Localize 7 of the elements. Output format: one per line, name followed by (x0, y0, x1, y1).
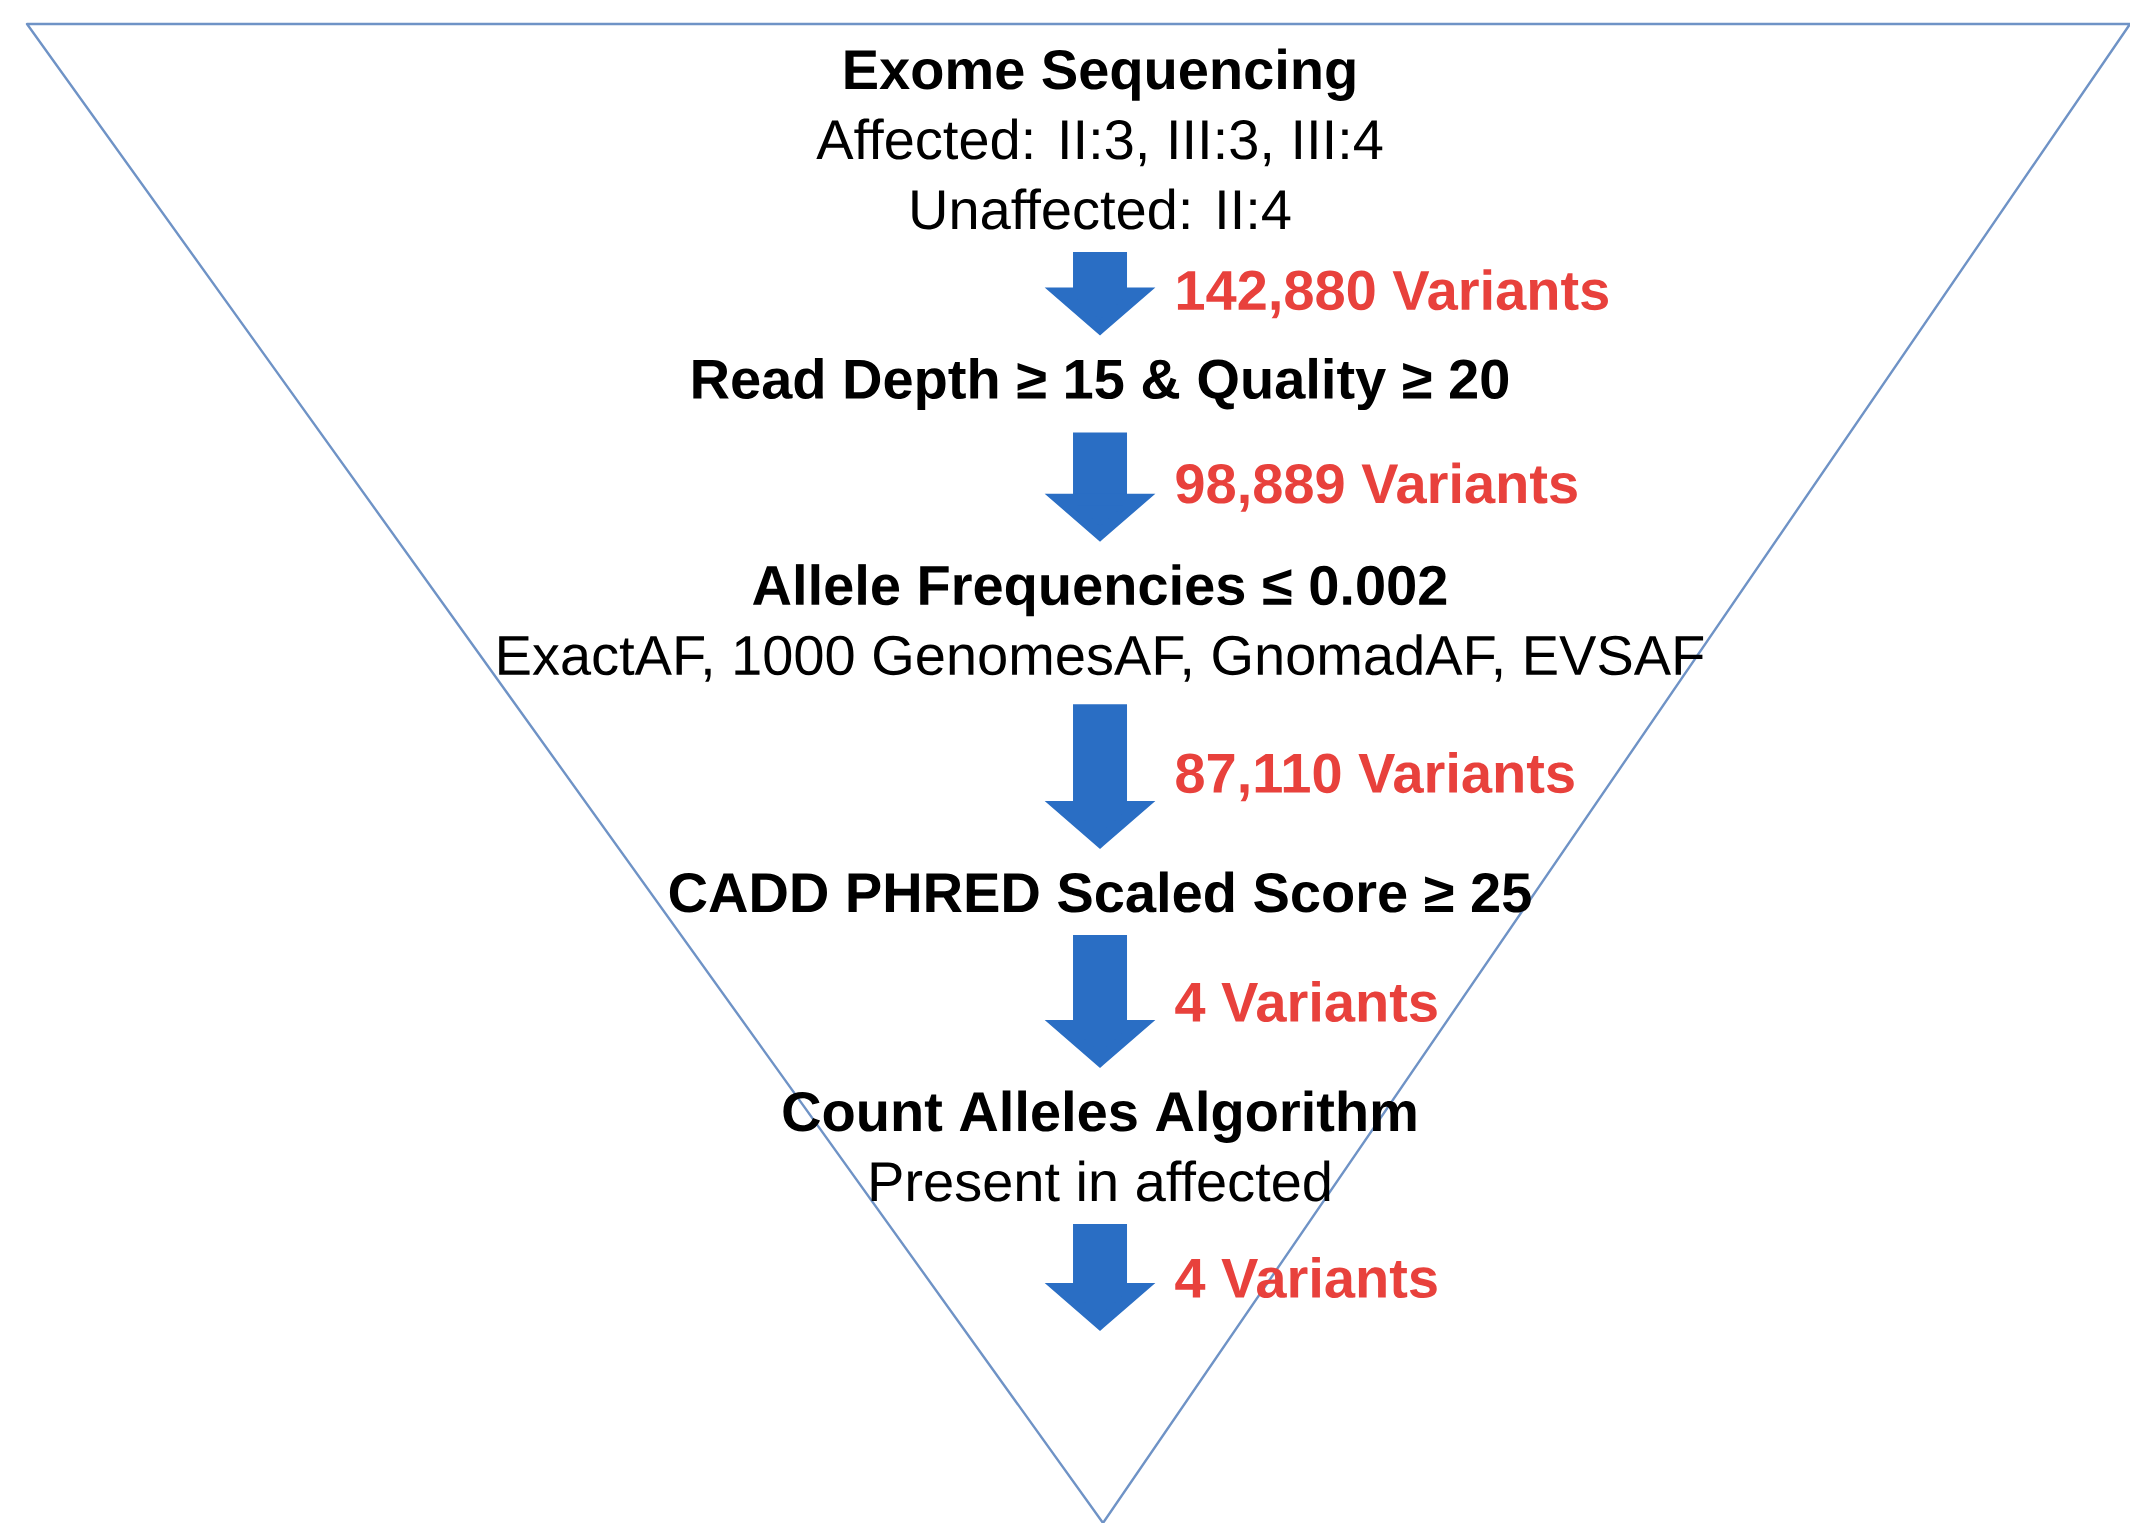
step-text: CADD PHRED Scaled Score ≥ 25 (669, 871, 1531, 913)
variant-count: 4 Variants (1175, 980, 1437, 1023)
variant-count: 87,110 Variants (1176, 752, 1574, 802)
step-text: Read Depth ≥ 15 & Quality ≥ 20 (693, 357, 1509, 411)
variant-count: 142,880 Variants (1177, 269, 1608, 319)
variant-count: 98,889 Variants (1176, 462, 1577, 512)
step-text: Exome Sequencing Affected: II:3, III:3, III:4 Unaffected: II:4 (816, 48, 1383, 230)
